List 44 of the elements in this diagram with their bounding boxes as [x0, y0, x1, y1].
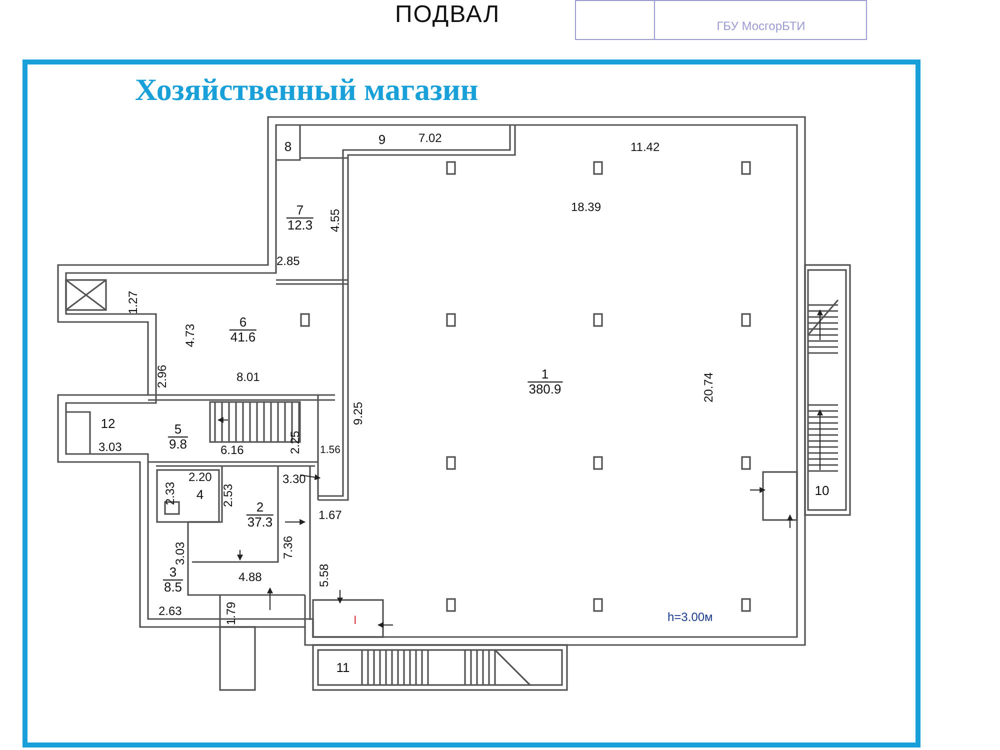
dimension-label: 20.74 [702, 372, 716, 402]
dimension-label: 2.96 [156, 364, 169, 388]
dimension-label: 3.03 [174, 541, 187, 565]
dimension-label: 4.88 [238, 570, 262, 584]
diagram-title: Хозяйственный магазин [135, 72, 478, 108]
dimension-label: 2.63 [158, 604, 182, 618]
dimension-label: 4.73 [184, 323, 197, 347]
dimension-label: 8.01 [236, 370, 260, 384]
stamp-text: ГБУ МосгорБТИ [716, 19, 806, 33]
dimension-label: 6.16 [220, 444, 244, 456]
dimension-label: 1.56 [320, 444, 340, 456]
dimension-label: 1.67 [318, 508, 342, 522]
dimension-label: 2.85 [276, 254, 300, 268]
dimension-label: 7.36 [282, 535, 295, 559]
dimension-label: 7.02 [418, 132, 442, 144]
stamp-box [575, 0, 867, 40]
room-label: 3 8.5 [162, 566, 184, 594]
floor-heading: ПОДВАЛ [395, 2, 500, 28]
dimension-label: 11.42 [630, 140, 660, 154]
room-label: 4 [196, 488, 204, 502]
dimension-label: 18.39 [571, 200, 602, 214]
dimension-label: 3.03 [98, 440, 122, 454]
room-label: 7 12.3 [286, 204, 314, 232]
dimension-label: 2.25 [288, 430, 302, 454]
dimension-label: 2.53 [222, 483, 235, 507]
dimension-label: 4.55 [328, 208, 342, 232]
plan-mark: I [354, 614, 357, 626]
room-label: 5 9.8 [168, 422, 188, 452]
room-label: 6 41.6 [229, 316, 257, 344]
room-label: 11 [336, 661, 350, 675]
dimension-label: 5.58 [318, 563, 331, 587]
dimension-label: 2.20 [188, 470, 212, 484]
room-label: 8 [284, 140, 292, 154]
dimension-label: 3.30 [282, 472, 306, 486]
dimension-label: 1.27 [126, 290, 140, 314]
ceiling-height-note: h=3.00м [668, 610, 713, 624]
room-label: 1 380.9 [528, 368, 562, 396]
dimension-label: 2.33 [164, 481, 177, 505]
room-label: 12 [100, 417, 116, 431]
room-label: 2 37.3 [246, 500, 274, 530]
room-label: 9 [378, 133, 386, 147]
dimension-label: 1.79 [224, 601, 238, 625]
room-label: 10 [814, 484, 830, 498]
dimension-label: 9.25 [352, 401, 365, 425]
